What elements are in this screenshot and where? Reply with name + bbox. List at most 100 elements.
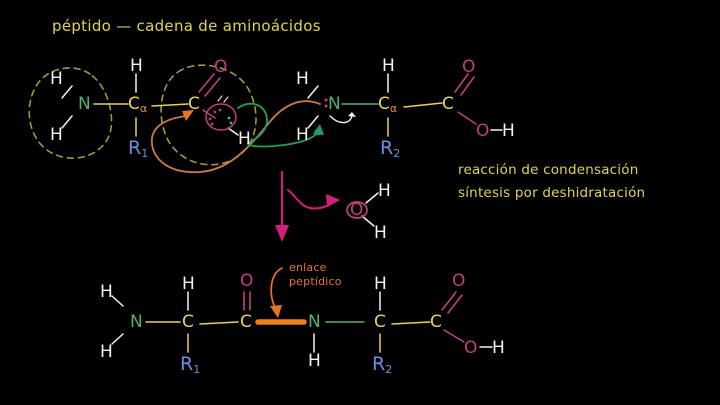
- alpha-carbon-right-subscript: α: [389, 102, 398, 115]
- product-alpha-carbon-1: C: [182, 312, 194, 332]
- lone-pair-dot: [324, 98, 328, 102]
- product-alpha-carbon-2: C: [374, 312, 386, 332]
- product-carbonyl-oxygen-1: O: [240, 271, 254, 291]
- product-side-chain-r1: R1: [180, 354, 200, 376]
- carboxyl-carbon-right: C: [442, 94, 454, 114]
- amine-nitrogen-left: N: [78, 94, 91, 114]
- amine-h-top-right: H: [296, 69, 309, 89]
- bond-carbonyl-oh-left: [202, 109, 216, 119]
- peptide-bond-pointer-arrow-head: [270, 305, 282, 318]
- bond-carboxyl-oh-right: [457, 111, 477, 125]
- oxygen-circle-highlight: [205, 103, 237, 131]
- side-chain-r2-top: R2: [380, 138, 400, 160]
- side-chain-r1-top: R1: [128, 138, 148, 160]
- amine-nitrogen-right: N: [328, 94, 341, 114]
- bond-n-h-lower-right: [307, 115, 319, 129]
- hydroxyl-h-left: H: [238, 129, 251, 149]
- carbonyl-oxygen-left: O: [214, 57, 228, 77]
- bond-water-o-h-bottom: [361, 215, 375, 227]
- product-carbonyl-oxygen-2: O: [452, 271, 466, 291]
- bond-carbonyl-o-double-a: [198, 73, 215, 93]
- product-hydroxyl-h-2: H: [492, 338, 505, 358]
- bond-calpha-carboxyl-right: [403, 102, 443, 108]
- carboxyl-highlight-circle: [160, 64, 257, 166]
- r2-subscript: 2: [393, 147, 401, 160]
- lone-pair-dot: [213, 110, 217, 114]
- lone-pair-dot: [210, 122, 214, 126]
- amine-h-bottom-left: H: [50, 125, 63, 145]
- product-nitrogen-left: N: [130, 312, 143, 332]
- amine-highlight-circle: [28, 67, 113, 159]
- product-amine-h-bottom: H: [100, 342, 113, 362]
- hydroxyl-oxygen-right: O: [476, 121, 490, 141]
- carboxyl-oxygen-right: O: [462, 57, 476, 77]
- page-title: péptido — cadena de aminoácidos: [52, 17, 321, 35]
- product-amide-h: H: [308, 351, 321, 371]
- product-nitrogen-right: N: [308, 312, 321, 332]
- lone-pair-dot: [324, 104, 328, 108]
- water-h-top: H: [378, 181, 391, 201]
- product-amine-h-top: H: [100, 282, 113, 302]
- bond-n-h-upper-right: [307, 85, 319, 99]
- water-byproduct-arrow-head: [326, 194, 340, 207]
- water-oxygen-circle: [346, 201, 368, 219]
- nitrogen-lone-pair-curl: [329, 113, 353, 124]
- water-oxygen: O: [350, 200, 364, 220]
- nucleophilic-attack-arrow-orange-head: [182, 110, 194, 121]
- bond-n-h-lower-left: [61, 115, 73, 129]
- bond-carbonyl-o-double-b: [204, 77, 221, 97]
- water-h-bottom: H: [374, 223, 387, 243]
- lone-pair-dot: [229, 121, 233, 125]
- product-side-chain-r2: R2: [372, 354, 392, 376]
- peptide-bond-label-line1: enlace: [289, 261, 327, 274]
- alpha-carbon-left-subscript: α: [139, 102, 148, 115]
- bond-product-n-h-upper: [111, 295, 124, 307]
- reaction-note-line2: síntesis por deshidratación: [458, 185, 646, 201]
- carbonyl-carbon-left: C: [188, 94, 200, 114]
- peptide-bond-pointer-arrow: [270, 267, 283, 311]
- product-r2-symbol: R: [372, 353, 386, 375]
- lone-pair-dot: [227, 116, 231, 120]
- r1-subscript: 1: [141, 147, 149, 160]
- hydroxyl-h-right: H: [502, 121, 515, 141]
- alpha-carbon-right-symbol: C: [378, 94, 390, 114]
- r1-symbol: R: [128, 137, 142, 159]
- amine-h-bottom-right: H: [296, 125, 309, 145]
- product-alpha-h-1: H: [182, 274, 195, 294]
- amine-h-top-left: H: [50, 69, 63, 89]
- bond-o-h-left: [227, 127, 239, 136]
- bond-calpha-carbonyl-left: [151, 103, 189, 107]
- lone-pair-tick: [217, 95, 223, 102]
- alpha-carbon-right: Cα: [378, 95, 397, 115]
- product-r1-subscript: 1: [193, 363, 201, 376]
- peptide-bond-label-line2: peptídico: [289, 275, 342, 288]
- bond-product-c2-carboxyl: [391, 321, 431, 325]
- r2-symbol: R: [380, 137, 394, 159]
- alpha-carbon-left-symbol: C: [128, 94, 140, 114]
- nitrogen-lone-pair-curl-head: [348, 112, 356, 117]
- product-carbonyl-carbon-1: C: [240, 312, 252, 332]
- lone-pair-dot: [218, 108, 222, 112]
- reaction-arrow-down-head: [275, 225, 289, 242]
- bond-carboxyl-o-double-b: [460, 76, 475, 96]
- bond-n-h-upper-left: [61, 85, 73, 99]
- product-r1-symbol: R: [180, 353, 194, 375]
- bond-product-carboxyl-o-b: [447, 294, 463, 314]
- reaction-note-line1: reacción de condensación: [458, 162, 639, 178]
- lone-pair-tick: [223, 96, 229, 103]
- alpha-h-left: H: [130, 56, 143, 76]
- bond-carboxyl-o-double-a: [454, 73, 469, 93]
- alpha-carbon-left: Cα: [128, 95, 147, 115]
- lone-pair-dot: [208, 117, 212, 121]
- bond-product-carboxyl-o-a: [441, 291, 457, 311]
- proton-transfer-arrow-green: [237, 102, 319, 148]
- nucleophilic-attack-arrow-orange: [151, 100, 321, 173]
- proton-transfer-arrow-green-dot: [314, 128, 322, 136]
- bond-product-n-h-lower: [111, 333, 124, 345]
- bond-water-o-h-top: [365, 192, 379, 204]
- product-carboxyl-carbon-2: C: [430, 312, 442, 332]
- bond-product-c1-carbonyl: [199, 321, 239, 325]
- bond-product-carboxyl-oh: [443, 329, 465, 343]
